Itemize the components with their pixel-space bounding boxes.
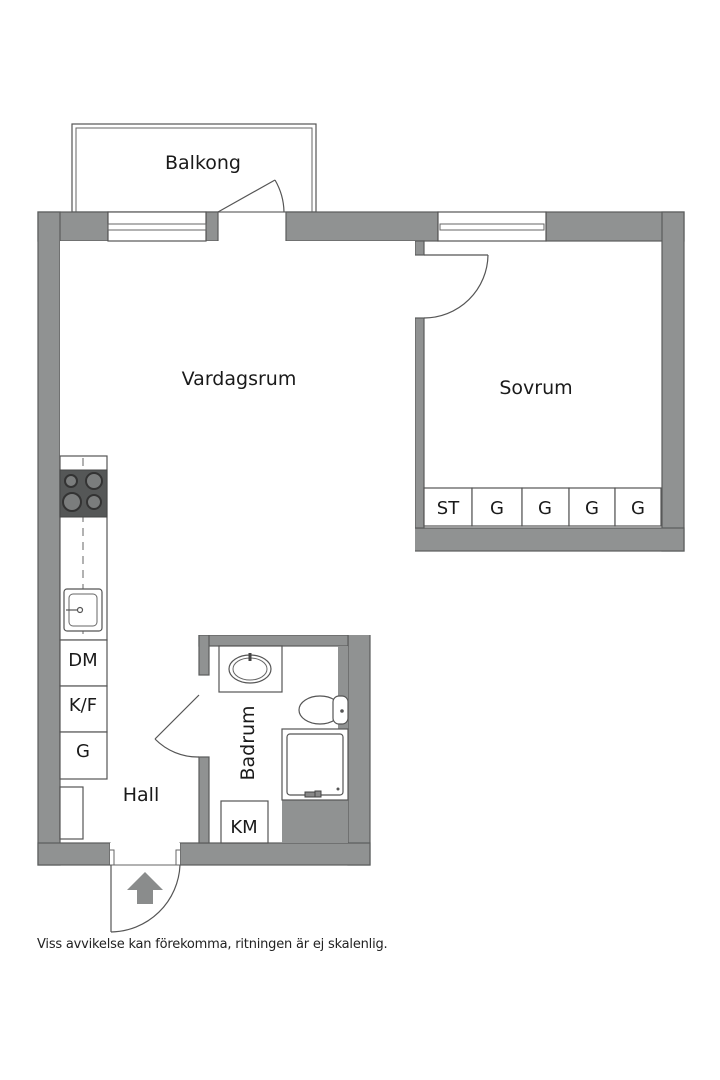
fridge-freezer-label: K/F: [69, 695, 97, 716]
closet-label-g2: G: [538, 498, 552, 519]
bedroom-door: [423, 254, 489, 319]
entrance-door: [110, 843, 181, 933]
room-label-hall: Hall: [123, 784, 160, 806]
room-label-balcony: Balkong: [165, 152, 241, 174]
entrance-arrow-icon: [127, 872, 163, 904]
kitchen-appliances: [59, 639, 108, 840]
room-label-living-room: Vardagsrum: [182, 368, 297, 390]
balcony-window: [107, 211, 207, 242]
balcony-door: [217, 179, 285, 213]
washing-machine-label: KM: [230, 817, 257, 838]
closet-label-g4: G: [631, 498, 645, 519]
bedroom-window: [437, 211, 547, 242]
kitchen-counter: [59, 455, 108, 641]
dishwasher-label: DM: [68, 650, 97, 671]
closet-label-st: ST: [437, 498, 460, 519]
balcony: [71, 123, 317, 213]
room-label-bathroom: Badrum: [237, 705, 259, 780]
disclaimer-text: Viss avvikelse kan förekomma, ritningen …: [37, 937, 388, 952]
room-label-bedroom: Sovrum: [499, 377, 572, 399]
closet-label-g1: G: [490, 498, 504, 519]
kitchen-closet-label: G: [76, 741, 90, 762]
closet-label-g3: G: [585, 498, 599, 519]
bedroom-closets: [423, 487, 662, 527]
bathroom-fixtures: [218, 645, 349, 844]
walls: [37, 211, 685, 866]
bathroom-door: [154, 694, 200, 758]
